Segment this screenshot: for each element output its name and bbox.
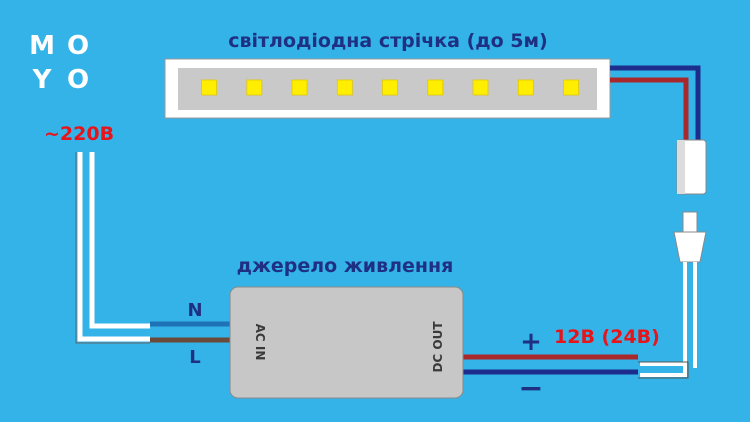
line-label: L (189, 347, 200, 368)
strip-connector (676, 139, 707, 195)
led-chip (427, 79, 444, 96)
logo-letter-2: O (67, 31, 89, 61)
mains-cable-inner (89, 152, 150, 329)
led-chip (246, 79, 263, 96)
power-supply-body (229, 286, 464, 399)
output-voltage-label: 12В (24В) (554, 326, 660, 348)
led-chip (517, 79, 534, 96)
led-chips (201, 79, 579, 96)
led-chip (472, 79, 489, 96)
connector-plug-tip (682, 211, 698, 233)
connector-plug-body (673, 231, 707, 263)
mains-cable-edge (75, 152, 150, 344)
neutral-label: N (187, 300, 202, 321)
led-chip (291, 79, 308, 96)
logo-letter-1: M (29, 31, 55, 61)
plus-label: + (520, 327, 542, 357)
power-supply-title: джерело живлення (237, 255, 454, 277)
output-cable-edge (638, 361, 689, 379)
logo-letter-4: O (67, 65, 89, 95)
output-cable (638, 262, 697, 379)
connector-socket-shade (677, 140, 685, 194)
power-supply-box: AC IN DC OUT (229, 286, 464, 399)
ac-in-label: AC IN (253, 324, 267, 361)
strip-blue-wire (610, 65, 701, 140)
moyo-logo: M O Y O (29, 31, 89, 95)
strip-title: світлодіодна стрічка (до 5м) (228, 30, 548, 52)
strip-red-wire (610, 77, 689, 140)
logo-letter-3: Y (32, 65, 53, 95)
led-chip (382, 79, 398, 96)
output-cable-outer (640, 262, 687, 377)
mains-voltage-label: ~220В (44, 123, 114, 145)
supply-connector (673, 211, 707, 263)
led-chip (563, 79, 579, 96)
led-chip (336, 79, 353, 96)
minus-label: − (518, 371, 543, 406)
mains-cable (75, 152, 150, 344)
led-chip (201, 79, 217, 96)
mains-cable-outer (77, 152, 150, 342)
led-strip (164, 58, 611, 119)
dc-out-label: DC OUT (431, 321, 445, 373)
